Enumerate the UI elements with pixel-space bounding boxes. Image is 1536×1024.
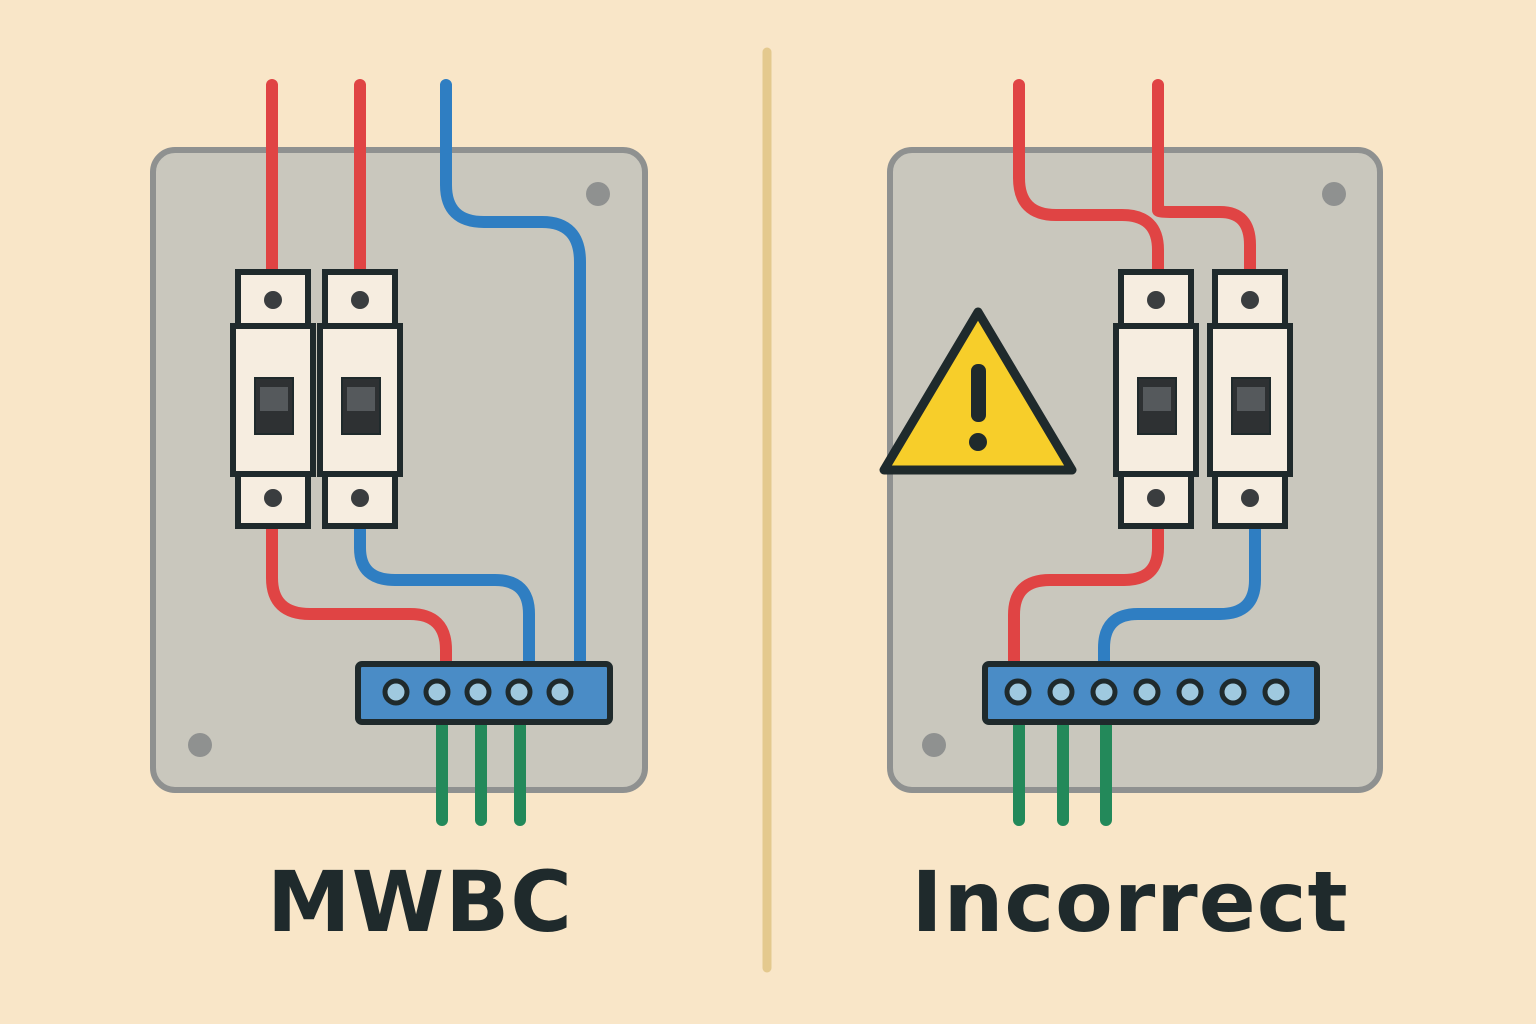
left-panel-mwbc [150, 79, 648, 826]
incorrect-label: Incorrect [911, 853, 1349, 951]
right-panel-screw [922, 733, 946, 757]
left-neutral-wire-in [440, 79, 586, 671]
left-neutral-bar [355, 661, 613, 725]
right-neutral-bar [982, 661, 1320, 725]
left-breaker-1 [230, 269, 316, 529]
right-breaker-1 [1113, 269, 1199, 529]
right-panel-screw [1322, 182, 1346, 206]
right-breaker-2 [1207, 269, 1293, 529]
left-panel-screw [188, 733, 212, 757]
right-hot-wire-in-2 [1152, 79, 1256, 278]
left-breaker-2 [317, 269, 403, 529]
right-hot-wire-out [1008, 519, 1164, 671]
mwbc-label: MWBC [267, 853, 573, 951]
warning-triangle-icon [879, 307, 1077, 475]
left-neutral-wire-out [354, 519, 535, 671]
right-hot-wire-in-1 [1013, 79, 1164, 278]
right-panel-incorrect [879, 79, 1383, 826]
left-panel-screw [586, 182, 610, 206]
right-neutral-wire-out [1098, 519, 1261, 671]
left-hot-wire-out [266, 519, 452, 671]
